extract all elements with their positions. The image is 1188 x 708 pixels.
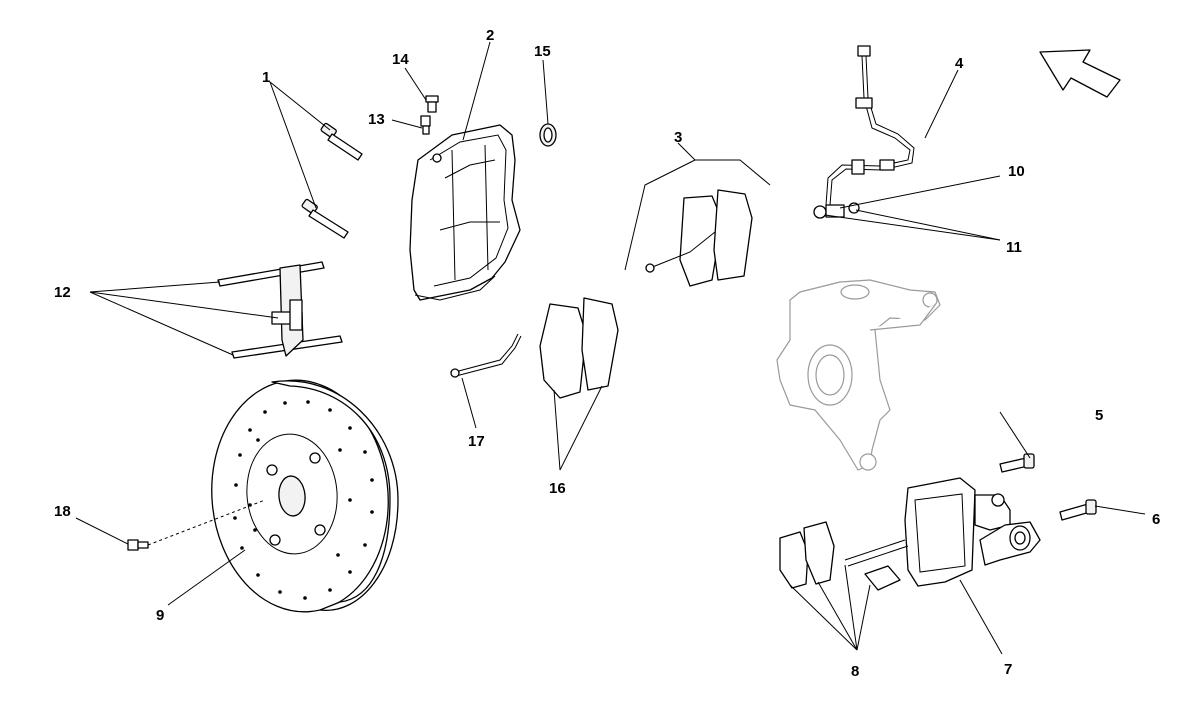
callout-10: 10: [1008, 163, 1025, 180]
callout-15: 15: [534, 43, 551, 60]
front-brake-caliper: [409, 124, 521, 301]
rear-brake-pads-set: [779, 521, 909, 591]
steering-knuckle: [776, 279, 941, 471]
callout-1: 1: [262, 69, 270, 86]
callout-13: 13: [368, 111, 385, 128]
callout-11: 11: [1006, 239, 1022, 256]
caliper-bolt-lower: [301, 198, 349, 239]
rear-caliper-bolt-6: [1059, 499, 1097, 521]
callout-7: 7: [1004, 661, 1012, 678]
front-direction-arrow-icon: [1039, 49, 1121, 98]
rear-caliper-bolt-5: [999, 453, 1035, 473]
bleed-screw-cap: [425, 95, 439, 113]
callout-9: 9: [156, 607, 164, 624]
leader-lines: [75, 41, 1146, 655]
front-brake-pads-upper-set: [645, 189, 753, 287]
rear-brake-caliper: [904, 477, 1041, 587]
callout-18: 18: [54, 503, 71, 520]
pad-retaining-pins-and-spring: [217, 261, 343, 359]
callout-16: 16: [549, 480, 566, 497]
brake-hose: [825, 45, 915, 206]
callout-14: 14: [392, 51, 409, 68]
callout-12: 12: [54, 284, 71, 301]
callout-17: 17: [468, 433, 485, 450]
caliper-bolt-upper: [320, 122, 363, 161]
brake-disc: [211, 379, 399, 613]
bleed-screw: [420, 115, 431, 135]
front-brake-pads-lower-set: [539, 297, 619, 399]
pad-wear-sensor: [450, 333, 522, 378]
callout-4: 4: [955, 55, 964, 72]
callout-6: 6: [1152, 511, 1160, 528]
callout-5: 5: [1095, 407, 1103, 424]
callout-3: 3: [674, 129, 682, 146]
callout-2: 2: [486, 27, 494, 44]
callout-8: 8: [851, 663, 859, 680]
disc-retaining-screw: [127, 539, 149, 551]
